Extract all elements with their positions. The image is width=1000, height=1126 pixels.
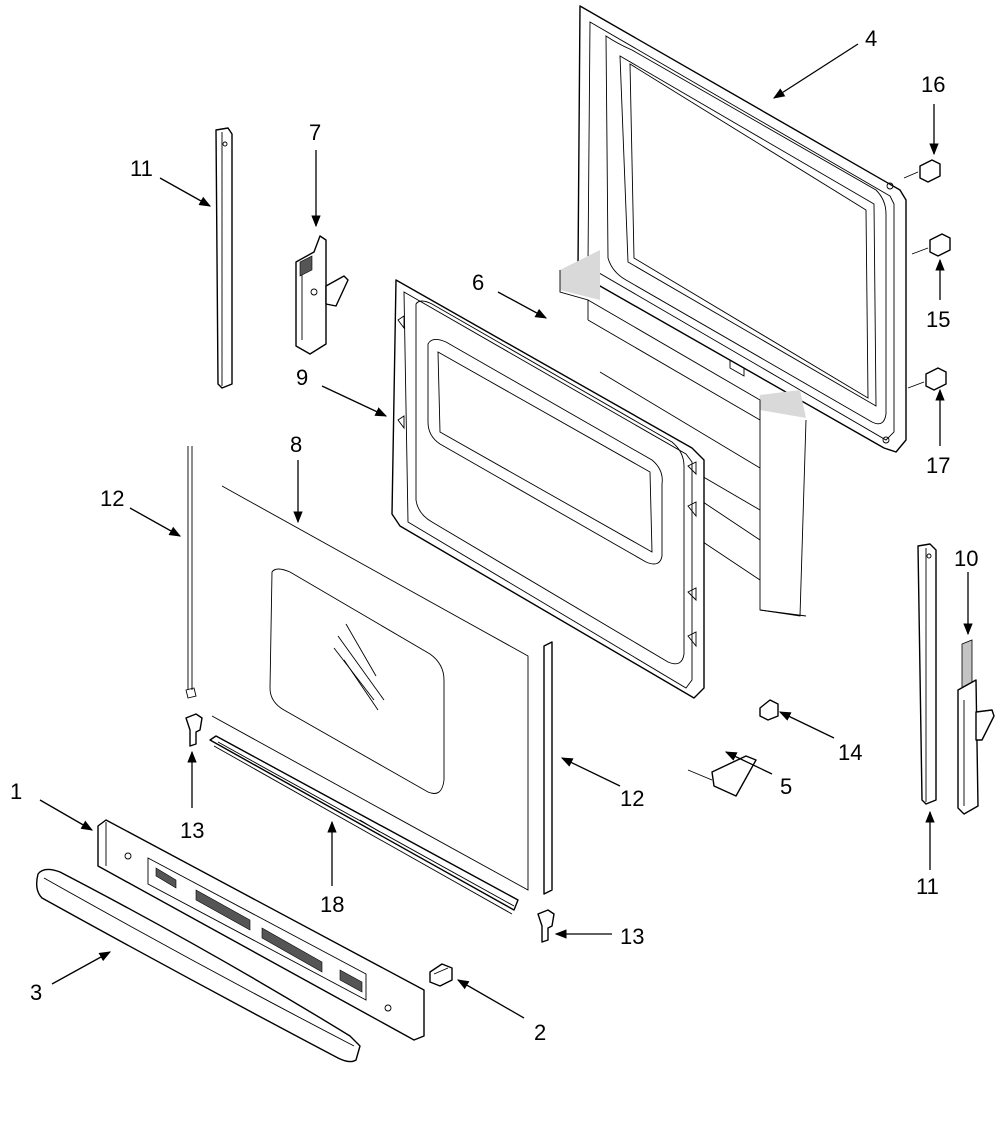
callout-4: 4 [865, 26, 877, 51]
hinge-right [957, 639, 995, 815]
leader-arrows [39, 43, 973, 1019]
arrow-6 [497, 291, 548, 319]
callout-12-left: 12 [100, 486, 124, 511]
screw-2 [429, 963, 453, 987]
callout-6: 6 [472, 270, 484, 295]
callout-2: 2 [534, 1020, 546, 1045]
arrow-11-left [159, 177, 212, 207]
screw-15 [911, 233, 951, 257]
callout-labels: 4 16 15 17 7 11 6 9 8 12 10 14 5 12 1 13… [10, 26, 978, 1045]
callout-1: 1 [10, 779, 22, 804]
callout-11-right: 11 [916, 874, 939, 899]
arrow-9 [321, 385, 388, 417]
callout-16: 16 [921, 72, 945, 97]
callout-5: 5 [780, 774, 792, 799]
screw-13-right [537, 909, 555, 943]
door-handle [35, 868, 361, 1063]
hinge-channel-right [917, 543, 937, 805]
door-slide-right [543, 641, 553, 895]
outer-door-panel [577, 5, 907, 453]
screw-13-left [185, 713, 203, 747]
callout-13-left: 13 [180, 818, 204, 843]
door-glass [211, 485, 529, 891]
hinge-channel-left [215, 127, 233, 389]
callout-13-right: 13 [620, 924, 644, 949]
screw-14 [759, 699, 779, 721]
screw-16 [903, 159, 941, 183]
screw-17 [907, 367, 947, 391]
callout-3: 3 [30, 980, 42, 1005]
arrow-14 [778, 711, 835, 739]
door-slide-left [185, 446, 197, 699]
inner-door-panel [391, 279, 705, 699]
callout-18: 18 [320, 892, 344, 917]
arrow-12-left [129, 507, 182, 537]
arrow-1 [39, 799, 94, 831]
hinge-left [295, 235, 349, 355]
callout-14: 14 [838, 740, 862, 765]
arrow-12-right [560, 757, 621, 787]
arrow-3 [51, 951, 112, 985]
arrow-4 [773, 43, 859, 99]
callout-12-right: 12 [620, 786, 644, 811]
callout-15: 15 [926, 307, 950, 332]
callout-11-left: 11 [130, 156, 153, 181]
arrow-2 [456, 979, 525, 1019]
callout-17: 17 [926, 453, 950, 478]
lower-front-trim [97, 819, 425, 1041]
callout-7: 7 [309, 120, 321, 145]
bottom-trim-rail [209, 735, 519, 915]
callout-10: 10 [954, 546, 978, 571]
callout-8: 8 [290, 432, 302, 457]
arrow-5 [724, 751, 773, 775]
callout-9: 9 [296, 365, 308, 390]
